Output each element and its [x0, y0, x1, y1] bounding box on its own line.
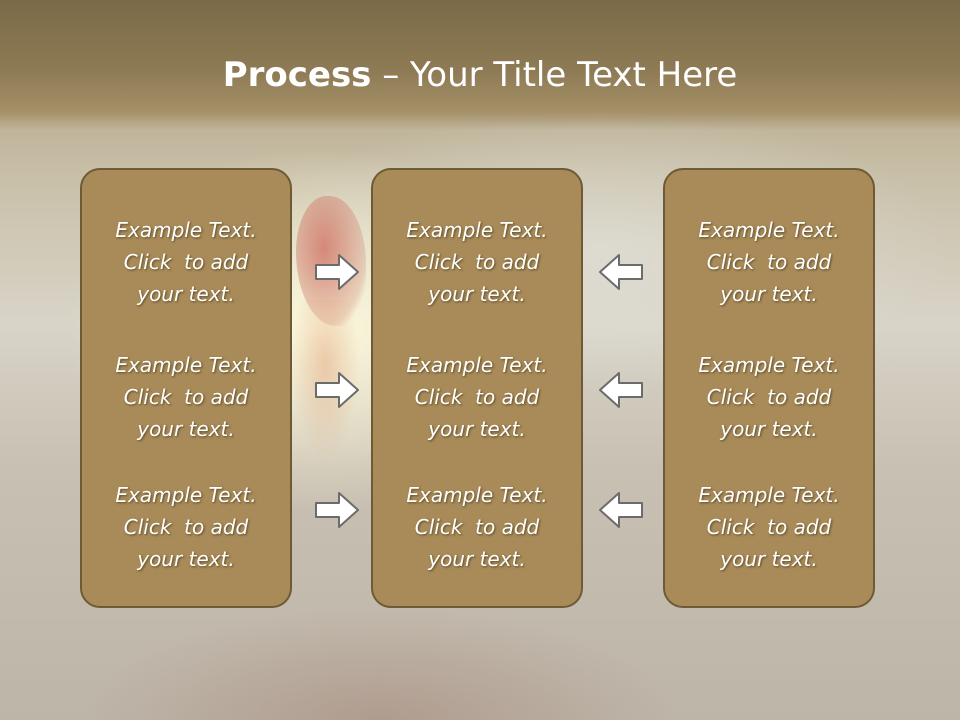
text-block[interactable]: Example Text. Click to add your text.: [373, 349, 581, 445]
text-line: Example Text.: [406, 218, 548, 242]
process-box-left[interactable]: Example Text. Click to add your text. Ex…: [80, 168, 292, 608]
slide-title-rest: – Your Title Text Here: [371, 55, 738, 95]
right-arrow-icon: [315, 372, 359, 408]
text-line: Click to add: [123, 385, 249, 409]
text-line: your text.: [137, 282, 235, 306]
text-block[interactable]: Example Text. Click to add your text.: [82, 214, 290, 310]
left-arrow-icon: [599, 372, 643, 408]
slide-title[interactable]: Process – Your Title Text Here: [0, 55, 960, 95]
text-block[interactable]: Example Text. Click to add your text.: [373, 479, 581, 575]
text-line: your text.: [428, 547, 526, 571]
text-line: Click to add: [414, 385, 540, 409]
text-line: your text.: [720, 417, 818, 441]
process-box-center[interactable]: Example Text. Click to add your text. Ex…: [371, 168, 583, 608]
text-line: Example Text.: [406, 483, 548, 507]
text-line: Example Text.: [115, 483, 257, 507]
left-arrow-icon: [599, 254, 643, 290]
process-box-right[interactable]: Example Text. Click to add your text. Ex…: [663, 168, 875, 608]
text-block[interactable]: Example Text. Click to add your text.: [665, 214, 873, 310]
text-line: your text.: [137, 547, 235, 571]
title-band: [0, 0, 960, 130]
text-line: Click to add: [123, 515, 249, 539]
right-arrow-icon: [315, 492, 359, 528]
text-block[interactable]: Example Text. Click to add your text.: [665, 479, 873, 575]
text-line: Click to add: [414, 515, 540, 539]
text-line: Click to add: [706, 250, 832, 274]
text-block[interactable]: Example Text. Click to add your text.: [373, 214, 581, 310]
slide-title-bold: Process: [222, 55, 372, 95]
right-arrow-icon: [315, 254, 359, 290]
text-line: Example Text.: [115, 353, 257, 377]
text-line: Click to add: [123, 250, 249, 274]
text-line: Click to add: [706, 385, 832, 409]
text-line: your text.: [428, 282, 526, 306]
text-line: your text.: [428, 417, 526, 441]
text-block[interactable]: Example Text. Click to add your text.: [82, 479, 290, 575]
text-line: Example Text.: [698, 353, 840, 377]
text-line: your text.: [137, 417, 235, 441]
left-arrow-icon: [599, 492, 643, 528]
background-figure-body: [290, 300, 360, 460]
text-line: Click to add: [706, 515, 832, 539]
text-line: Example Text.: [698, 218, 840, 242]
text-line: Example Text.: [406, 353, 548, 377]
text-line: Click to add: [414, 250, 540, 274]
text-line: Example Text.: [698, 483, 840, 507]
text-line: your text.: [720, 282, 818, 306]
text-block[interactable]: Example Text. Click to add your text.: [82, 349, 290, 445]
text-line: Example Text.: [115, 218, 257, 242]
text-block[interactable]: Example Text. Click to add your text.: [665, 349, 873, 445]
text-line: your text.: [720, 547, 818, 571]
